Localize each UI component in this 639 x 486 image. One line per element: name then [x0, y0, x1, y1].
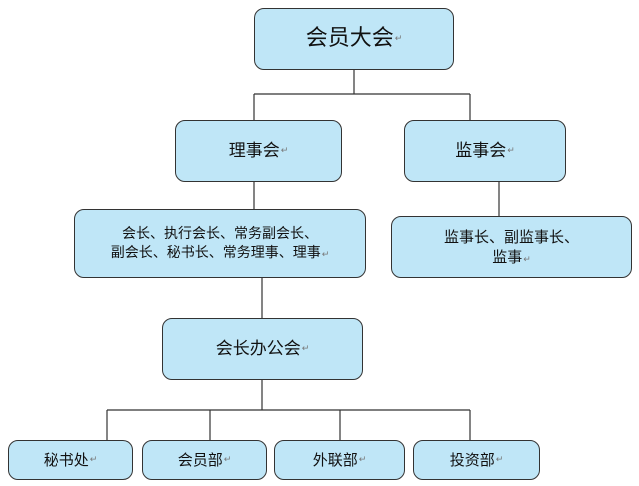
- node-liaison-dept-label: 外联部: [312, 450, 358, 469]
- node-president-office: 会长办公会↵: [162, 318, 363, 380]
- node-assembly-label: 会员大会: [305, 26, 394, 52]
- council-members-line2: 副会长、秘书长、常务理事、理事: [110, 244, 321, 261]
- node-council-label: 理事会: [228, 140, 280, 161]
- node-president-office-label: 会长办公会: [215, 338, 301, 359]
- node-assembly: 会员大会↵: [254, 8, 454, 70]
- node-secretariat: 秘书处↵: [8, 440, 133, 480]
- supervisors-line1: 监事长、副监事长、: [443, 227, 579, 246]
- node-membership-dept: 会员部↵: [142, 440, 267, 480]
- node-council: 理事会↵: [175, 120, 342, 182]
- node-supervisory-board-label: 监事会: [455, 140, 507, 161]
- node-investment-dept-label: 投资部: [449, 450, 495, 469]
- node-investment-dept: 投资部↵: [413, 440, 540, 480]
- council-members-line1: 会长、执行会长、常务副会长、: [121, 225, 318, 242]
- node-membership-dept-label: 会员部: [177, 450, 223, 469]
- node-council-members: 会长、执行会长、常务副会长、 副会长、秘书长、常务理事、理事↵: [74, 209, 366, 278]
- node-supervisors: 监事长、副监事长、 监事↵: [391, 216, 632, 278]
- node-liaison-dept: 外联部↵: [274, 440, 405, 480]
- node-secretariat-label: 秘书处: [43, 450, 89, 469]
- supervisors-line2: 监事: [492, 248, 523, 266]
- node-supervisory-board: 监事会↵: [404, 120, 566, 182]
